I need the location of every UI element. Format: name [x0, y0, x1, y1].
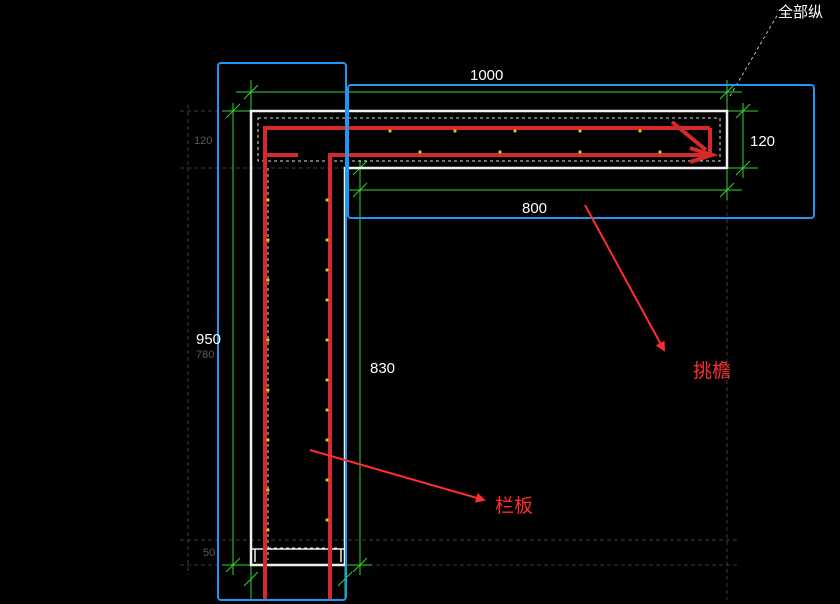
top-note-text: 全部纵: [778, 3, 823, 21]
dim-width-total: 1000: [470, 67, 503, 84]
parapet-arrow: [309, 449, 486, 503]
note-leader-line: [729, 13, 779, 97]
dim-height-total: 950: [196, 331, 221, 348]
rebar-group: [263, 120, 712, 600]
dim-height-inner: 830: [370, 360, 395, 377]
rebar-top-outer: [263, 126, 710, 600]
rebar-end-arrowhead: [689, 146, 719, 164]
rebar-bottom-inner: [328, 128, 712, 600]
dim-height-faint: 780: [196, 349, 214, 361]
dim-thickness-slab-faint: 120: [194, 135, 212, 147]
rebar-dots: [266, 129, 662, 532]
dim-thickness-slab: 120: [750, 133, 775, 150]
parapet-highlight-box[interactable]: [217, 62, 347, 601]
rebar-end-hook: [670, 120, 708, 152]
dimension-lines: [222, 80, 758, 600]
dim-width-inner: 800: [522, 200, 547, 217]
annotation-parapet: 栏板: [495, 495, 533, 517]
dim-bottom-faint: 50: [203, 547, 215, 559]
annotation-eave: 挑檐: [693, 360, 731, 382]
eave-highlight-box[interactable]: [347, 84, 815, 219]
eave-arrow: [584, 204, 665, 352]
